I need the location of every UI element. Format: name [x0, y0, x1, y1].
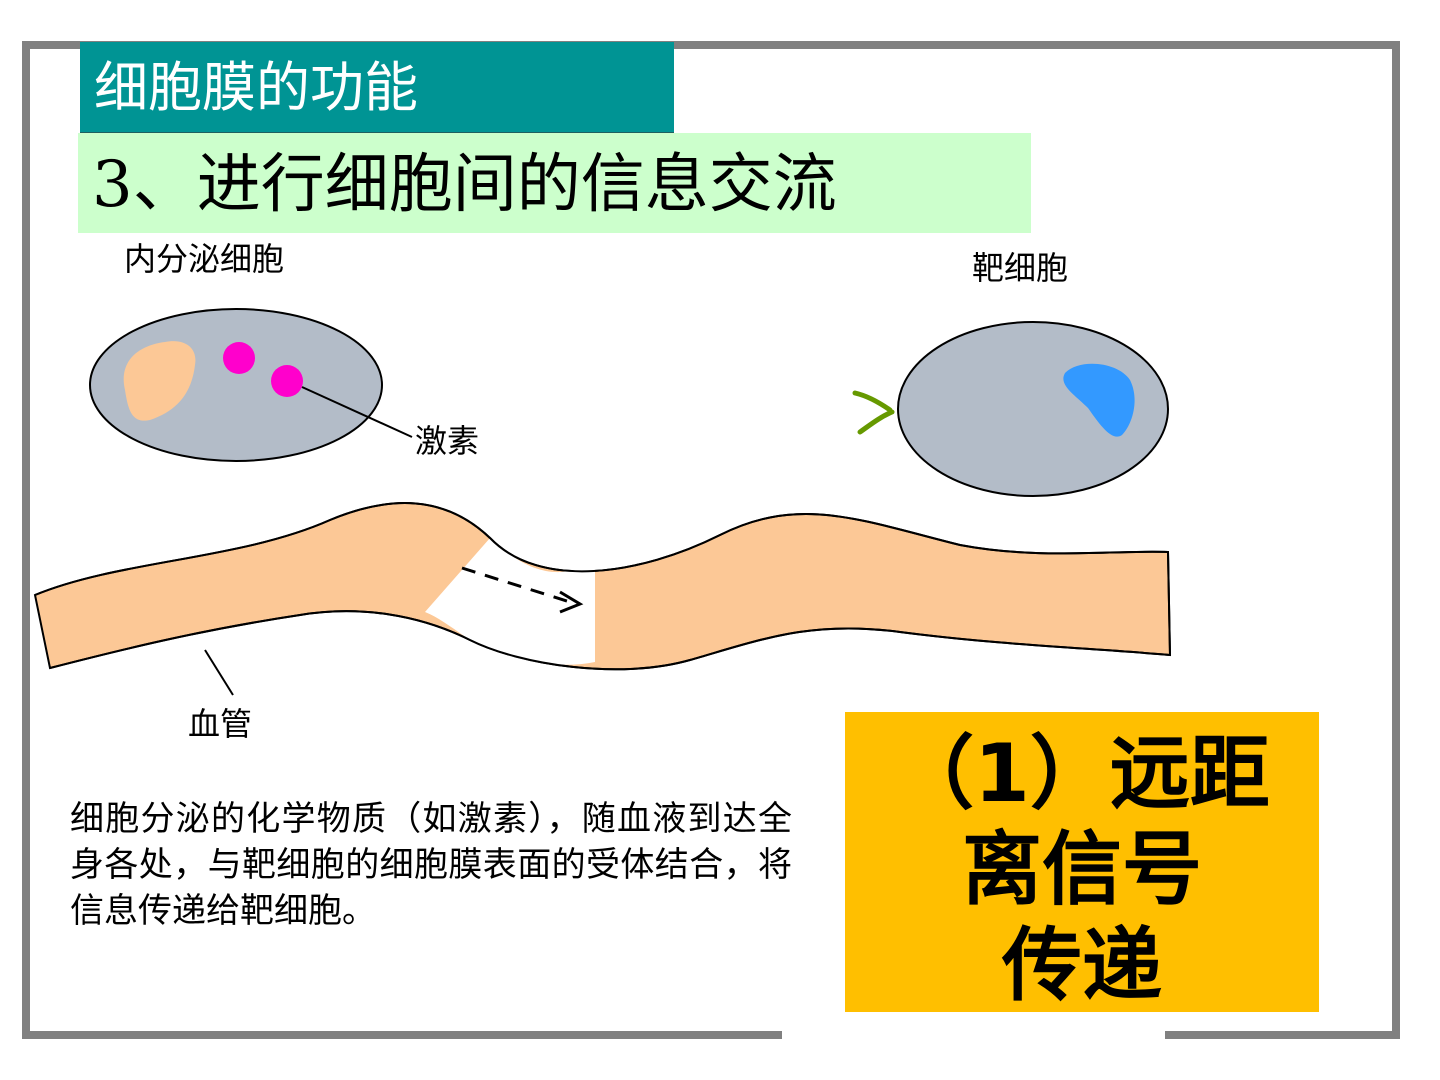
- callout-line-1: （1）远距: [894, 727, 1270, 820]
- frame-top: [22, 41, 1400, 49]
- target-nucleus: [1063, 363, 1135, 437]
- callout-line-2: 离信号: [962, 823, 1202, 916]
- vessel-top-edge: [34, 502, 1169, 596]
- vessel-right-end: [1167, 551, 1171, 656]
- endocrine-nucleus: [123, 341, 196, 421]
- frame-bottom-right: [1165, 1031, 1400, 1039]
- frame-right: [1392, 41, 1400, 1039]
- flow-arrow-head: [559, 590, 584, 614]
- hormone-granule: [223, 342, 255, 374]
- frame-left: [22, 41, 30, 1039]
- target-cell-label: 靶细胞: [972, 249, 1069, 287]
- frame-bottom-left: [22, 1031, 782, 1039]
- page-title: 细胞膜的功能: [80, 42, 674, 134]
- hormone-label: 激素: [415, 422, 480, 460]
- blood-vessel: [33, 502, 1172, 671]
- hormone-granule: [271, 365, 303, 397]
- receptor-icon: [852, 390, 895, 435]
- signal-type-callout: （1）远距 离信号 传递: [845, 712, 1319, 1012]
- hormone-leader-line: [301, 386, 413, 438]
- section-heading: 3、进行细胞间的信息交流: [78, 133, 1031, 233]
- blood-vessel-label: 血管: [188, 705, 253, 743]
- flow-arrow: [461, 566, 571, 604]
- vessel-bottom-edge: [49, 610, 1171, 671]
- description-text: 细胞分泌的化学物质（如激素），随血液到达全身各处，与靶细胞的细胞膜表面的受体结合…: [70, 799, 792, 931]
- endocrine-cell-label: 内分泌细胞: [124, 240, 285, 278]
- vessel-leader-line: [204, 649, 234, 696]
- callout-line-3: 传递: [1002, 919, 1162, 1012]
